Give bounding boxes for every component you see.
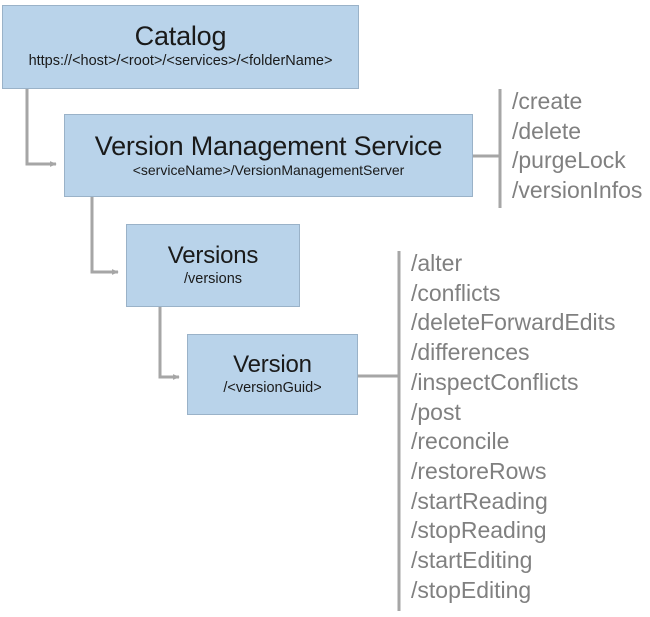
node-versions-title: Versions [167, 241, 259, 269]
operation-item-version[interactable]: /reconcile [411, 428, 510, 455]
operation-item-service[interactable]: /purgeLock [512, 147, 626, 173]
connector-service-to-versions [90, 197, 119, 275]
connector-versions-to-version [158, 307, 180, 380]
operation-list-version: /alter/conflicts/deleteForwardEdits/diff… [399, 249, 616, 605]
operation-item-version[interactable]: /differences [411, 339, 530, 366]
node-catalog[interactable]: Catalog https://<host>/<root>/<services>… [2, 5, 359, 89]
node-version-management-service-path: <serviceName>/VersionManagementServer [132, 162, 405, 179]
connector-catalog-to-service [25, 89, 57, 167]
operation-item-service[interactable]: /delete [512, 117, 582, 144]
node-catalog-path: https://<host>/<root>/<services>/<folder… [28, 52, 333, 69]
operation-item-version[interactable]: /inspectConflicts [411, 368, 579, 395]
node-versions[interactable]: Versions /versions [126, 224, 300, 307]
node-catalog-title: Catalog [134, 21, 227, 52]
operation-item-version[interactable]: /restoreRows [411, 457, 547, 484]
connector-service-to-operations [473, 89, 502, 208]
node-version-title: Version [233, 350, 312, 378]
node-version-management-service-title: Version Management Service [94, 131, 443, 162]
operation-list-service: /create/delete/purgeLock/versionInfos [500, 87, 642, 205]
node-version-management-service[interactable]: Version Management Service <serviceName>… [64, 114, 473, 197]
operation-item-version[interactable]: /alter [411, 250, 463, 276]
operation-item-version[interactable]: /startEditing [411, 547, 533, 574]
node-versions-path: /versions [183, 271, 243, 288]
node-version[interactable]: Version /<versionGuid> [187, 334, 358, 415]
operation-item-service[interactable]: /create [512, 88, 583, 114]
operation-item-version[interactable]: /stopReading [411, 517, 547, 544]
operation-item-service[interactable]: /versionInfos [512, 176, 643, 203]
operation-item-version[interactable]: /deleteForwardEdits [411, 309, 616, 336]
connector-version-to-operations [358, 251, 401, 611]
operation-item-version[interactable]: /startReading [411, 487, 548, 514]
node-version-path: /<versionGuid> [223, 380, 322, 397]
operation-item-version[interactable]: /stopEditing [411, 576, 532, 603]
operation-item-version[interactable]: /post [411, 398, 461, 425]
operation-item-version[interactable]: /conflicts [411, 279, 501, 306]
